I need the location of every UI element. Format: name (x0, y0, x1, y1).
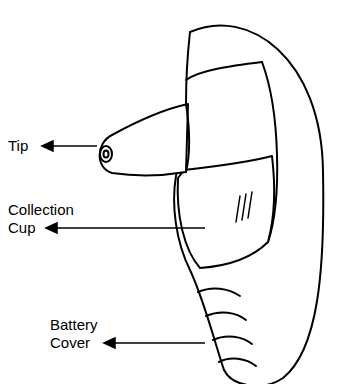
battery-cover-ridges (198, 289, 256, 366)
arrow-head (104, 338, 115, 348)
part-label: Collection Cup (8, 201, 88, 237)
leader-line (114, 342, 205, 344)
leader-line (52, 145, 97, 147)
device-body (174, 25, 323, 384)
tip (100, 104, 188, 175)
collection-cup (178, 156, 274, 268)
tip-hole (100, 146, 112, 162)
tip-hole-inner (104, 151, 109, 158)
leader-line (56, 227, 205, 229)
part-label: Tip (8, 137, 40, 155)
arrow-head (42, 141, 53, 151)
tip-joint (186, 104, 189, 172)
arrow-head (46, 223, 57, 233)
head-top (186, 62, 262, 80)
cup-grip-lines (236, 192, 252, 222)
part-label: Battery Cover (50, 316, 102, 352)
